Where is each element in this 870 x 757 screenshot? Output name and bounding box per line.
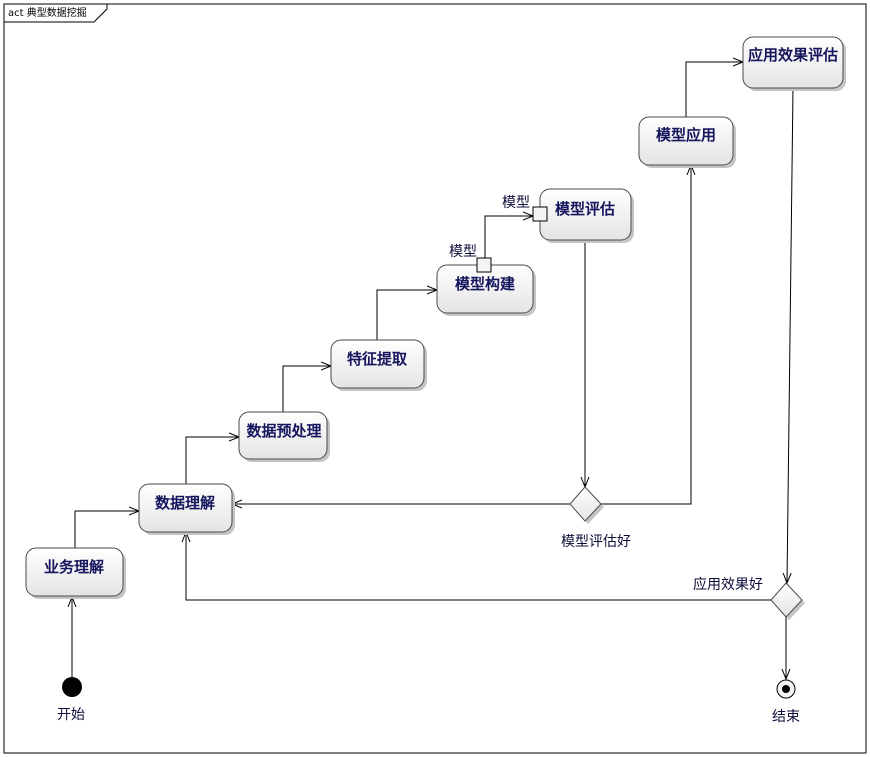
frame-title: act 典型数据挖掘 [8, 6, 87, 19]
node-feature-extraction: 特征提取 [330, 339, 427, 391]
pin-label-model-building: 模型 [449, 244, 477, 260]
node-label: 特征提取 [347, 350, 408, 368]
decision-label-model-evaluation-good: 模型评估好 [561, 534, 631, 550]
edge-model-application-to-effect-evaluation [685, 62, 743, 117]
start-label: 开始 [57, 707, 85, 723]
edge-effect-decision-to-data-understanding [186, 532, 771, 601]
edge-preprocessing-to-feature-extraction [282, 366, 331, 412]
node-data-preprocessing: 数据预处理 [238, 411, 330, 462]
pin-label-model-evaluation: 模型 [502, 195, 530, 211]
edge-business-to-data-understanding [74, 511, 139, 548]
frame-title-tab [4, 4, 108, 23]
decision-application-effect-good [770, 582, 805, 620]
decision-label-application-effect-good: 应用效果好 [693, 576, 763, 593]
node-label: 数据理解 [155, 494, 215, 512]
node-label: 业务理解 [44, 558, 104, 576]
decision-model-evaluation-good [569, 486, 604, 524]
node-label: 数据预处理 [246, 422, 321, 440]
node-business-understanding: 业务理解 [25, 547, 126, 599]
edge-feature-extraction-to-model-building [376, 290, 437, 340]
edge-decision-to-model-application [601, 165, 691, 505]
end-node [776, 679, 796, 699]
node-label: 模型评估 [555, 200, 615, 218]
edge-model-building-to-model-evaluation [484, 216, 533, 258]
edge-effect-evaluation-to-decision [787, 87, 794, 583]
start-node [62, 677, 82, 697]
node-data-understanding: 数据理解 [138, 483, 235, 535]
node-application-effect-evaluation: 应用效果评估 [742, 36, 846, 91]
pin-model-evaluation-input [532, 206, 548, 222]
pin-model-building-output [476, 257, 492, 273]
edge-data-understanding-to-preprocessing [185, 437, 239, 484]
diagram-frame [3, 3, 867, 754]
node-model-building: 模型构建 [436, 264, 536, 316]
node-model-evaluation: 模型评估 [539, 188, 634, 243]
node-label: 模型构建 [455, 275, 516, 293]
node-model-application: 模型应用 [638, 116, 736, 168]
node-label: 模型应用 [656, 126, 716, 144]
node-label: 应用效果评估 [748, 46, 838, 64]
end-label: 结束 [772, 709, 800, 725]
